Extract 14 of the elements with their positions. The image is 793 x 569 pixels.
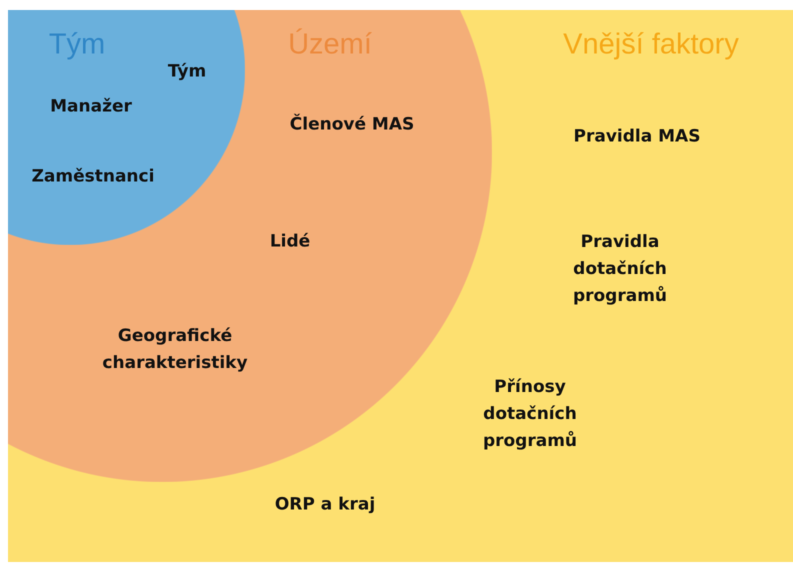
item-label: Přínosy dotačních programů [482,376,578,454]
item-label: Pravidla dotačních programů [572,231,668,309]
group-heading: Vnější faktory [562,28,740,62]
item-label: Tým [166,60,208,84]
item-label: Členové MAS [288,112,416,136]
item-label: Lidé [268,230,312,254]
item-label: ORP a kraj [274,493,376,516]
group-heading: Území [287,28,373,62]
group-heading: Tým [48,28,106,62]
item-label: Pravidla MAS [572,125,702,148]
item-label: Manažer [49,95,133,118]
item-label: Zaměstnanci [30,165,156,188]
item-label: Geografické charakteristiky [101,324,249,375]
outer-panel [8,10,793,562]
